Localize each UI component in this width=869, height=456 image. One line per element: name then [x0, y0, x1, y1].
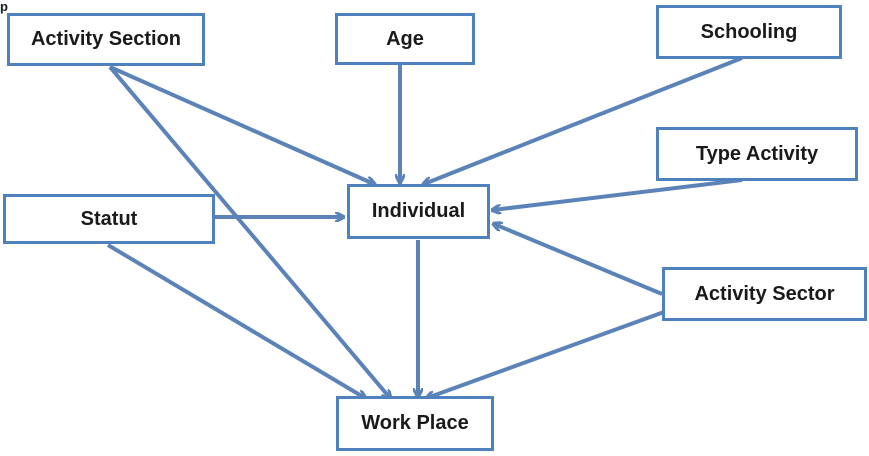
edge-statut-to-work-place: [106, 243, 365, 398]
edge-activity-section-to-work-place: [108, 65, 390, 398]
node-type-activity: Type Activity: [656, 127, 858, 181]
edge-activity-sector-to-work-place: [427, 310, 665, 398]
node-individual: Individual: [347, 184, 490, 239]
node-statut: Statut: [3, 194, 215, 244]
node-schooling: Schooling: [656, 5, 842, 59]
edge-activity-section-to-individual: [109, 65, 374, 184]
edge-schooling-to-individual: [424, 56, 743, 184]
corner-text: p: [0, 0, 8, 14]
edge-activity-sector-to-individual: [494, 224, 663, 296]
node-age: Age: [335, 13, 475, 65]
node-activity-section: Activity Section: [7, 13, 205, 66]
edge-type-activity-to-individual: [493, 178, 743, 210]
node-activity-sector: Activity Sector: [662, 267, 867, 321]
node-work-place: Work Place: [336, 396, 494, 451]
